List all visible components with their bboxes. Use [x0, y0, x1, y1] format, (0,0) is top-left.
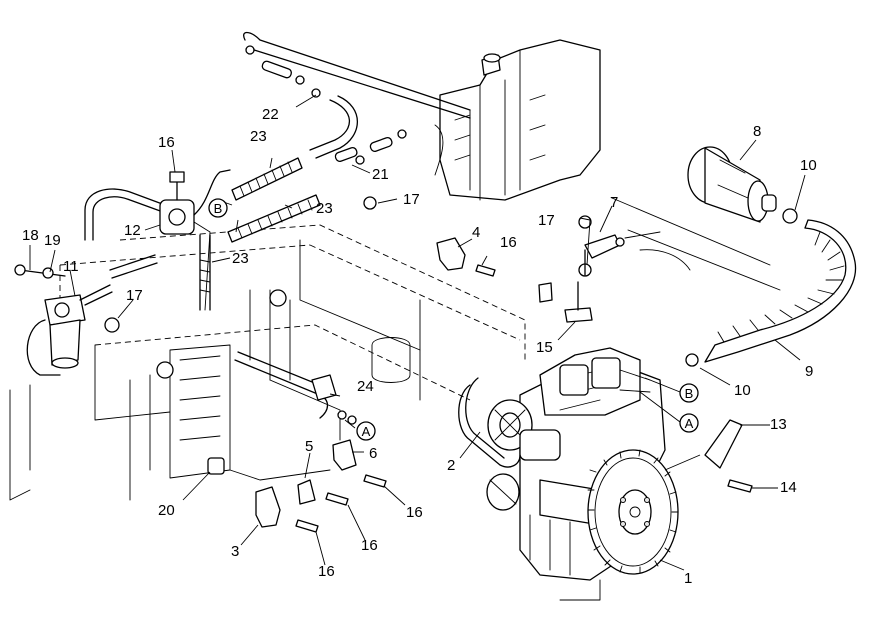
callout-6: 6 [369, 445, 377, 462]
fuel-pipe [156, 289, 411, 425]
callout-13: 13 [770, 416, 787, 433]
callout-16-mid: 16 [406, 504, 423, 521]
leader-lines [29, 94, 806, 571]
callout-8: 8 [753, 123, 761, 140]
callout-12: 12 [124, 222, 141, 239]
callout-23-mid: 23 [316, 200, 333, 217]
callout-7: 7 [610, 194, 618, 211]
callout-19: 19 [44, 232, 61, 249]
brackets-and-bolts [207, 237, 593, 533]
air-cleaner [687, 146, 798, 224]
callout-20: 20 [158, 502, 175, 519]
intake-hose [685, 219, 857, 367]
callout-1: 1 [684, 570, 692, 587]
connector-label: A [362, 424, 371, 439]
return-hose-7 [584, 197, 781, 291]
fuel-filter-assembly [84, 169, 231, 311]
return-fuel-line [243, 31, 471, 176]
callout-16-right: 16 [500, 234, 517, 251]
water-separator [14, 264, 113, 376]
callout-3: 3 [231, 543, 239, 560]
callout-5: 5 [305, 438, 313, 455]
bracket-13 [704, 419, 753, 493]
connector-label: B [214, 201, 223, 216]
callout-17-top: 17 [403, 191, 420, 208]
callout-16-low: 16 [361, 537, 378, 554]
callout-2: 2 [447, 457, 455, 474]
connector-label: B [685, 386, 694, 401]
callout-16-bottom: 16 [318, 563, 335, 580]
callout-24: 24 [357, 378, 374, 395]
callout-23-low: 23 [232, 250, 249, 267]
callout-17-left: 17 [126, 287, 143, 304]
callout-21: 21 [372, 166, 389, 183]
fuel-tank [439, 39, 601, 201]
spiral-hose-23 [227, 157, 321, 243]
callout-17-right: 17 [538, 212, 555, 229]
callout-10-top: 10 [800, 157, 817, 174]
callout-11: 11 [63, 258, 79, 275]
connector-markers: B A B A [208, 198, 699, 441]
connector-marker: A [679, 413, 699, 433]
callout-4: 4 [472, 224, 480, 241]
connector-marker: B [679, 383, 699, 403]
callout-15: 15 [536, 339, 553, 356]
callout-14: 14 [780, 479, 797, 496]
callout-22: 22 [262, 106, 279, 123]
connector-label: A [685, 416, 694, 431]
callout-10-bottom: 10 [734, 382, 751, 399]
callout-18: 18 [22, 227, 39, 244]
connector-marker: A [356, 421, 376, 441]
hose-pieces-top [245, 45, 407, 165]
callout-labels: 1 2 3 4 5 6 7 8 9 10 10 11 12 13 14 15 1… [22, 106, 817, 587]
engine [458, 347, 679, 601]
callout-16-top: 16 [158, 134, 175, 151]
connector-marker: B [208, 198, 228, 218]
grommets [104, 196, 592, 333]
callout-23-top: 23 [250, 128, 267, 145]
callout-9: 9 [805, 363, 813, 380]
